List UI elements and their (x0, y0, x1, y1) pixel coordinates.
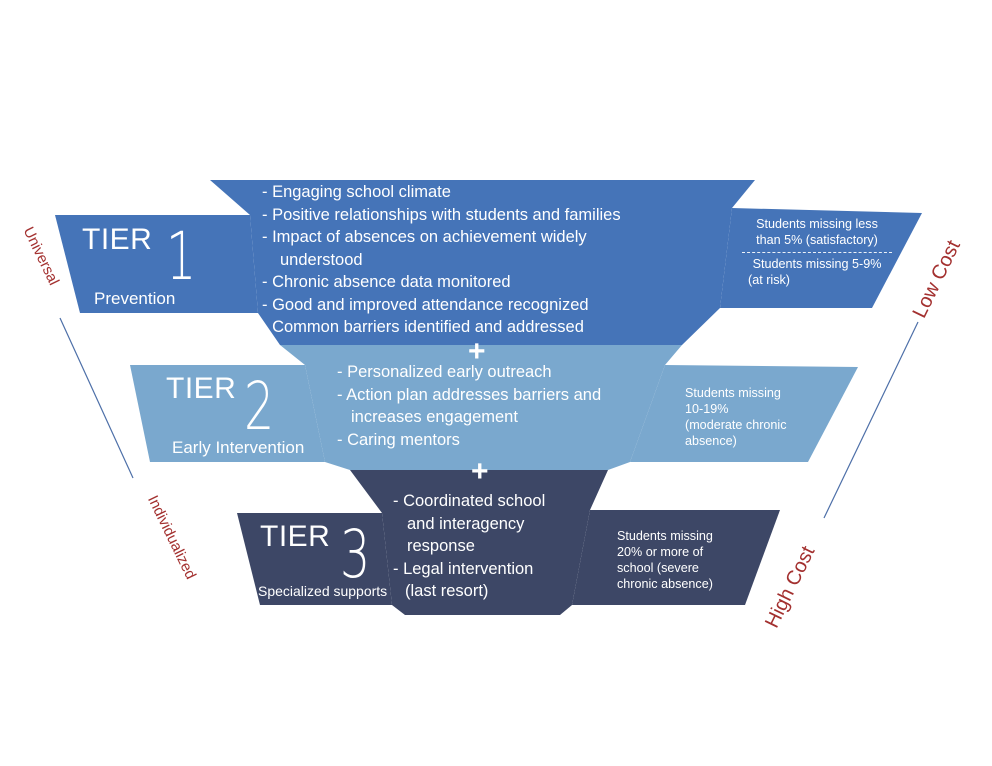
list-item: - Action plan addresses barriers and (337, 385, 602, 404)
list-item: - Personalized early outreach (337, 363, 552, 381)
list-item: (last resort) (405, 582, 489, 600)
side-note-divider (742, 252, 892, 253)
side-note-line: than 5% (satisfactory) (756, 233, 878, 247)
side-note-line: (at risk) (748, 273, 790, 287)
tier-2-center-panel (280, 345, 682, 470)
list-item: - Impact of absences on achievement wide… (262, 228, 587, 246)
tier-2-number: 2 (244, 368, 275, 445)
plus-icon: + (471, 455, 489, 488)
tier-3-left-wing (237, 513, 392, 605)
tier-3-label: TIER (260, 520, 331, 553)
tier-1-label: TIER (82, 223, 153, 256)
list-item: response (407, 537, 475, 555)
side-note-line: school (severe (617, 561, 699, 575)
side-note-line: Students missing (617, 529, 713, 543)
list-item: increases engagement (351, 408, 518, 426)
tier-3-number: 3 (340, 516, 371, 593)
tier-3-subtitle: Specialized supports (258, 583, 388, 599)
list-item: and interagency (407, 514, 525, 533)
axis-label-universal: Universal (19, 224, 63, 288)
tier-2-subtitle: Early Intervention (172, 438, 305, 457)
side-note-line: absence) (685, 434, 737, 448)
left-axis-line (59, 317, 134, 479)
side-note-line: (moderate chronic (685, 418, 787, 432)
tier-1-left-wing (55, 215, 258, 313)
tier-3-center-panel (350, 470, 608, 615)
side-note-line: Students missing 5-9% (752, 257, 882, 271)
tier-1-subtitle: Prevention (94, 289, 176, 308)
list-item: - Common barriers identified and address… (262, 318, 584, 336)
tier-3-bullet-list: - Coordinated school and interagency res… (393, 490, 545, 603)
list-item: understood (280, 250, 363, 269)
side-note-line: 10-19% (685, 402, 729, 416)
tier-3-side-note: Students missing 20% or more of school (… (617, 528, 713, 592)
tier-1-number: 1 (166, 218, 197, 295)
tier-1-side-note: Students missing less than 5% (satisfact… (742, 216, 892, 288)
tier-1-band (55, 180, 922, 345)
tier-2-left-wing (130, 365, 325, 462)
side-note-line: chronic absence) (617, 577, 713, 591)
list-item: - Positive relationships with students a… (262, 205, 621, 224)
tier-1-bullet-list: - Engaging school climate - Positive rel… (262, 181, 621, 339)
list-item: - Chronic absence data monitored (262, 273, 511, 291)
tier-1-right-wing (720, 208, 922, 308)
tier-3-right-wing (572, 510, 780, 605)
side-note-line: 20% or more of (617, 545, 704, 559)
tier-2-band (130, 345, 858, 470)
right-axis-line (823, 321, 919, 519)
tier-3-band (237, 470, 780, 615)
axis-label-individualized: Individualized (144, 492, 200, 583)
side-note-line: Students missing (685, 386, 781, 400)
tier-1-center-panel (210, 180, 755, 345)
list-item: - Legal intervention (393, 559, 534, 578)
list-item: - Engaging school climate (262, 183, 451, 201)
axis-label-high-cost: High Cost (761, 542, 820, 632)
tier-2-bullet-list: - Personalized early outreach - Action p… (337, 361, 601, 451)
axis-label-low-cost: Low Cost (908, 236, 965, 322)
tier-2-right-wing (630, 365, 858, 462)
list-item: - Caring mentors (337, 430, 460, 449)
list-item: - Coordinated school (393, 492, 546, 510)
plus-icon: + (468, 335, 486, 368)
list-item: - Good and improved attendance recognize… (262, 295, 589, 314)
side-note-line: Students missing less (756, 217, 878, 231)
tier-2-side-note: Students missing 10-19% (moderate chroni… (685, 385, 787, 449)
tier-2-label: TIER (166, 372, 237, 405)
